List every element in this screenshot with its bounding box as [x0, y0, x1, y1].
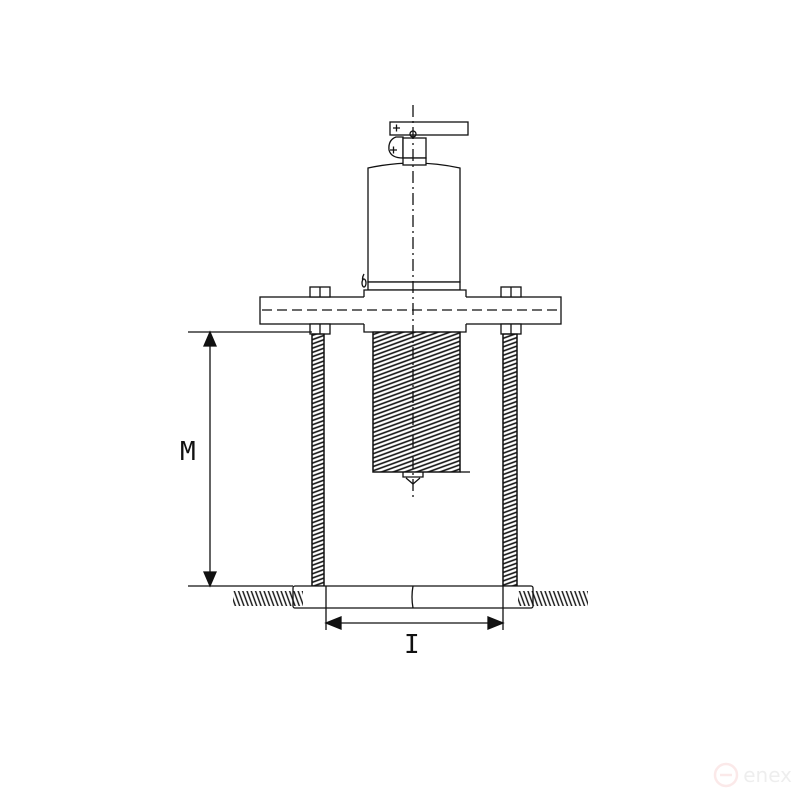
dimension-i-label: I [404, 630, 420, 660]
dimension-i [324, 586, 505, 630]
watermark-logo: enex [713, 762, 792, 788]
dimension-m-label: M [180, 437, 196, 467]
dimension-m [188, 330, 312, 588]
base-plate [292, 585, 534, 609]
threaded-spindle [372, 331, 470, 485]
watermark-text: enex [743, 763, 792, 787]
nuts [309, 286, 522, 335]
cylinder-body [361, 157, 461, 291]
enex-logo-icon [713, 762, 739, 788]
handle [388, 121, 469, 159]
flange-plate [259, 289, 562, 333]
ground-hatch [233, 591, 588, 606]
threaded-rods [311, 333, 518, 587]
